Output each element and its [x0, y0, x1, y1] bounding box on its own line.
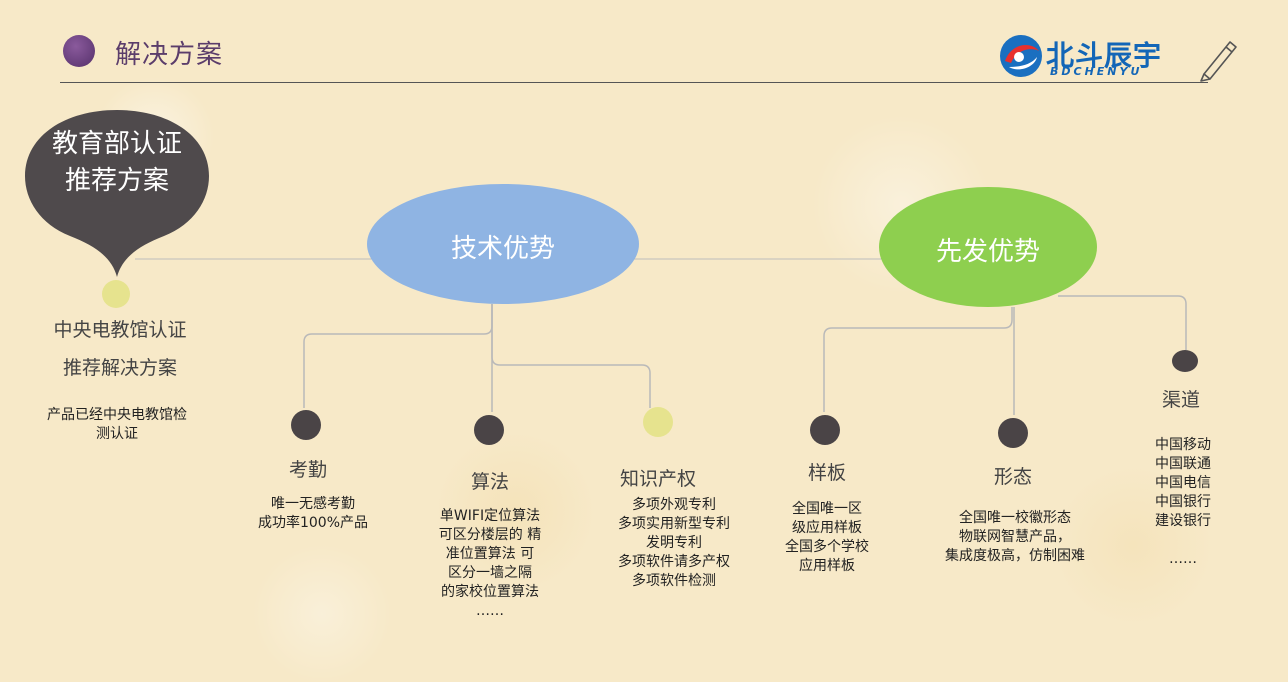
- sample-desc: 全国唯一区 级应用样板 全国多个学校 应用样板: [757, 500, 897, 576]
- sample-dot: [810, 415, 840, 445]
- form-desc: 全国唯一校徽形态 物联网智慧产品， 集成度极高，仿制困难: [925, 509, 1105, 566]
- sample-desc-line: 全国唯一区: [792, 501, 862, 517]
- ip-desc: 多项外观专利 多项实用新型专利 发明专利 多项软件请多产权 多项软件检测: [594, 496, 754, 591]
- channel-desc-line: ……: [1169, 551, 1197, 567]
- channel-dot: [1172, 350, 1198, 372]
- channel-desc-line: 中国联通: [1155, 456, 1211, 472]
- channel-label: 渠道: [1161, 389, 1200, 411]
- sample-desc-line: 级应用样板: [792, 520, 862, 536]
- title-divider: [60, 82, 1208, 83]
- left-node-label-line-1: 中央电教馆认证: [53, 319, 187, 341]
- form-desc-line: 集成度极高，仿制困难: [945, 548, 1085, 564]
- channel-desc-line: 中国移动: [1155, 437, 1211, 453]
- sample-desc-line: 应用样板: [799, 558, 855, 574]
- ip-desc-line: 发明专利: [646, 535, 702, 551]
- left-node-label-line-2: 推荐解决方案: [62, 357, 177, 379]
- logo-swirl-icon: [1000, 35, 1042, 77]
- ip-label: 知识产权: [619, 468, 696, 490]
- form-desc-line: 物联网智慧产品，: [959, 529, 1071, 545]
- sample-label: 样板: [807, 462, 846, 484]
- algorithm-desc-line: 可区分楼层的 精: [438, 527, 542, 543]
- certification-bubble-text: 教育部认证 推荐方案: [25, 126, 209, 200]
- pen-icon: [1200, 41, 1237, 82]
- tech-connectors: [303, 304, 651, 412]
- ip-desc-line: 多项外观专利: [632, 497, 716, 513]
- page-title: 解决方案: [115, 40, 224, 70]
- form-label: 形态: [993, 466, 1032, 488]
- algorithm-desc-line: ……: [476, 603, 504, 619]
- left-node-desc-line-2: 测认证: [96, 426, 138, 442]
- title-bullet-icon: [63, 35, 95, 67]
- logo-subtitle: BDCHENYU: [1050, 65, 1143, 78]
- first-advantage-label: 先发优势: [935, 237, 1040, 267]
- left-yellow-dot: [102, 280, 130, 308]
- left-node-desc: 产品已经中央电教馆检 测认证: [20, 406, 214, 444]
- ip-desc-line: 多项软件检测: [632, 573, 716, 589]
- ip-desc-line: 多项软件请多产权: [618, 554, 730, 570]
- first-advantage-ellipse: [879, 187, 1097, 307]
- attendance-dot: [291, 410, 321, 440]
- form-desc-line: 全国唯一校徽形态: [959, 510, 1071, 526]
- left-node-desc-line-1: 产品已经中央电教馆检: [47, 407, 187, 423]
- channel-desc-line: 中国银行: [1155, 494, 1211, 510]
- channel-desc-spacer: [1133, 531, 1233, 550]
- attendance-desc: 唯一无感考勤 成功率100%产品: [233, 495, 393, 533]
- algorithm-desc-line: 区分一墙之隔: [448, 565, 532, 581]
- algorithm-label: 算法: [470, 471, 509, 493]
- tech-advantage-label: 技术优势: [450, 234, 555, 264]
- logo-wordmark: 北斗辰宇: [1046, 39, 1163, 72]
- channel-desc-line: 中国电信: [1155, 475, 1211, 491]
- bubble-line-2: 推荐方案: [64, 166, 169, 196]
- first-connectors: [823, 295, 1187, 415]
- certification-bubble: [25, 110, 209, 277]
- left-node-label: 中央电教馆认证 推荐解决方案: [20, 311, 220, 387]
- channel-desc: 中国移动 中国联通 中国电信 中国银行 建设银行 ……: [1133, 436, 1233, 569]
- tech-advantage-ellipse: [367, 184, 639, 304]
- attendance-desc-line: 唯一无感考勤: [271, 496, 355, 512]
- algorithm-desc-line: 的家校位置算法: [441, 584, 539, 600]
- algorithm-desc-line: 单WIFI定位算法: [439, 508, 541, 524]
- sample-desc-line: 全国多个学校: [785, 539, 869, 555]
- algorithm-dot: [474, 415, 504, 445]
- bubble-line-1: 教育部认证: [51, 129, 182, 159]
- ip-dot: [643, 407, 673, 437]
- channel-desc-line: 建设银行: [1155, 513, 1211, 529]
- form-dot: [998, 418, 1028, 448]
- ip-desc-line: 多项实用新型专利: [618, 516, 730, 532]
- attendance-label: 考勤: [288, 459, 327, 481]
- attendance-desc-line: 成功率100%产品: [257, 515, 369, 531]
- algorithm-desc-line: 准位置算法 可: [445, 546, 535, 562]
- algorithm-desc: 单WIFI定位算法 可区分楼层的 精 准位置算法 可 区分一墙之隔 的家校位置算…: [410, 507, 570, 621]
